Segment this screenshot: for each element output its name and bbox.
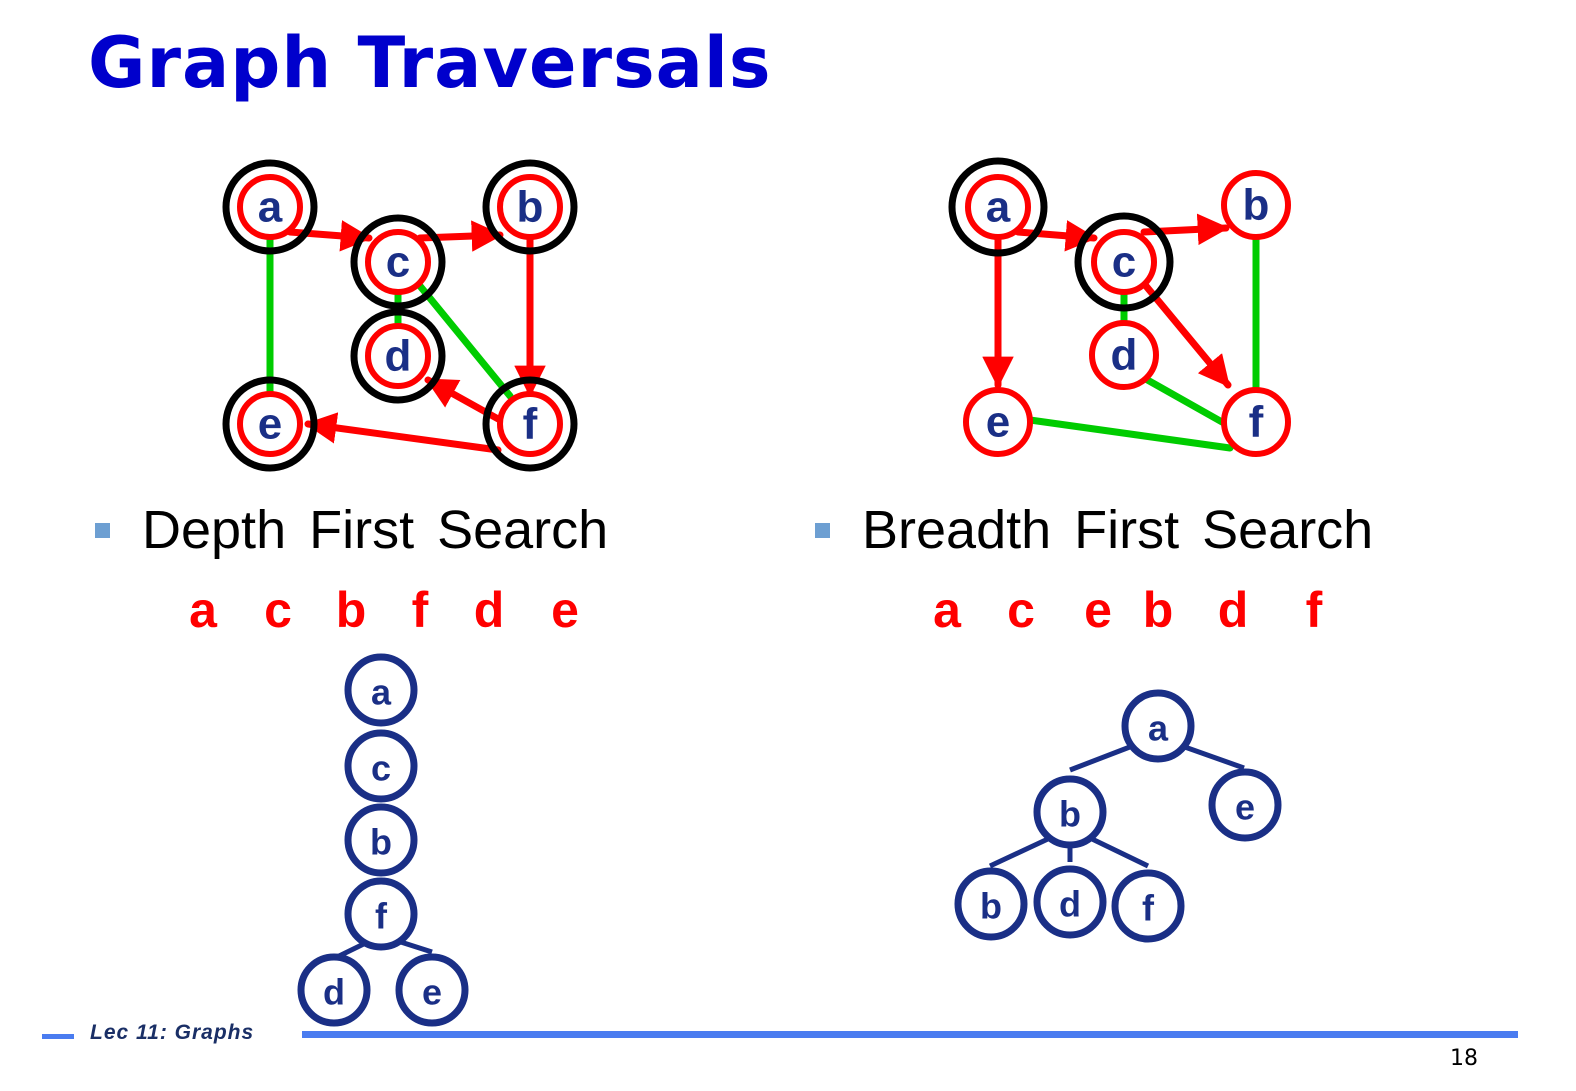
- bfs-tree-node-b: b: [1033, 775, 1107, 849]
- bfs-node-d: d: [1089, 320, 1159, 390]
- footer-rule: [302, 1031, 1518, 1038]
- dfs-node-b: b: [482, 159, 578, 255]
- node-label: d: [1111, 331, 1138, 380]
- bfs-order-item: f: [1305, 582, 1323, 638]
- footer-lecture-label: Lec 11: Graphs: [90, 1021, 255, 1044]
- node-label: e: [422, 972, 442, 1013]
- bfs-edge-c-f: [1142, 282, 1232, 389]
- dfs-node-d: d: [350, 308, 446, 404]
- bfs-bullet: Breadth First Search: [815, 500, 1373, 560]
- dfs-tree-node-b: b: [344, 803, 418, 877]
- footer-accent: [42, 1034, 74, 1039]
- bfs-tree-node-b2: b: [954, 867, 1028, 941]
- dfs-node-a: a: [222, 159, 318, 255]
- node-label: f: [375, 896, 388, 937]
- node-label: c: [386, 238, 410, 287]
- visited-ring-icon: [350, 308, 446, 404]
- dfs-order-item: e: [551, 582, 579, 638]
- dfs-tree-node-f: f: [344, 877, 418, 951]
- bfs-tree-edge-a-e: [1181, 743, 1245, 771]
- bfs-order-item: e: [1084, 582, 1112, 638]
- node-label: f: [523, 400, 538, 449]
- dfs-order-item: d: [473, 582, 505, 638]
- node-label: f: [1142, 888, 1155, 929]
- bfs-tree-node-a: a: [1121, 689, 1195, 763]
- bfs-order-item: d: [1217, 582, 1249, 638]
- node-label: a: [986, 183, 1011, 232]
- node-label: a: [258, 183, 283, 232]
- dfs-order-item: c: [264, 582, 292, 638]
- node-label: d: [1059, 884, 1081, 925]
- dfs-node-f: f: [482, 376, 578, 472]
- node-label: a: [371, 672, 392, 713]
- slide-title: Graph Traversals: [88, 22, 772, 104]
- dfs-edge-f-e: [304, 412, 502, 454]
- bfs-heading: Breadth First Search: [862, 500, 1374, 560]
- page-number: 18: [1450, 1046, 1478, 1071]
- dfs-tree: a c b f d e: [297, 653, 469, 1027]
- dfs-tree-node-a: a: [344, 653, 418, 727]
- bullet-square-icon: [815, 522, 830, 538]
- dfs-graph: a b c d e f: [222, 159, 578, 472]
- bfs-order-item: a: [933, 582, 961, 638]
- bfs-order-item: c: [1007, 582, 1035, 638]
- bfs-tree-node-e: e: [1208, 768, 1282, 842]
- dfs-node-c: c: [350, 214, 446, 310]
- node-label: b: [370, 822, 392, 863]
- dfs-node-e: e: [222, 376, 318, 472]
- bfs-tree: a b e b d f: [954, 689, 1282, 943]
- dfs-order-item: b: [335, 582, 367, 638]
- bfs-node-f: f: [1221, 387, 1291, 457]
- dfs-tree-node-c: c: [344, 729, 418, 803]
- node-label: a: [1148, 708, 1169, 749]
- bfs-tree-edge-a-b: [1069, 742, 1136, 773]
- node-label: b: [517, 183, 544, 232]
- dfs-edge-c-f: [416, 282, 514, 400]
- dfs-bullet: Depth First Search: [95, 500, 608, 560]
- bfs-graph: a b c d e f: [948, 157, 1291, 457]
- visited-ring-icon: [948, 157, 1048, 257]
- node-label: b: [1059, 794, 1081, 835]
- node-label: b: [1243, 181, 1270, 230]
- dfs-tree-node-e: e: [395, 953, 469, 1027]
- bfs-tree-edge-b-b: [988, 835, 1052, 869]
- dfs-order-item: f: [411, 582, 429, 638]
- bfs-edge-e-f: [1026, 416, 1234, 452]
- visited-ring-icon: [222, 159, 318, 255]
- visited-ring-icon: [482, 376, 578, 472]
- bfs-node-a: a: [948, 157, 1048, 257]
- visited-ring-icon: [350, 214, 446, 310]
- bfs-node-c: c: [1074, 212, 1174, 312]
- node-label: e: [1235, 787, 1255, 828]
- node-label: c: [1112, 238, 1136, 287]
- bfs-order-item: b: [1142, 582, 1174, 638]
- visited-ring-icon: [1074, 212, 1174, 312]
- node-label: d: [323, 972, 345, 1013]
- bullet-square-icon: [95, 522, 110, 538]
- node-label: d: [385, 332, 412, 381]
- visited-ring-icon: [222, 376, 318, 472]
- dfs-heading: Depth First Search: [142, 500, 609, 560]
- dfs-order-item: a: [189, 582, 217, 638]
- node-label: e: [258, 400, 282, 449]
- node-label: b: [980, 886, 1002, 927]
- dfs-tree-node-d: d: [297, 953, 371, 1027]
- node-label: c: [371, 748, 391, 789]
- bfs-tree-edge-b-f: [1088, 835, 1150, 869]
- bfs-node-e: e: [963, 387, 1033, 457]
- bfs-tree-node-f: f: [1111, 869, 1185, 943]
- bfs-edge-d-f: [1140, 374, 1226, 426]
- bfs-tree-node-d: d: [1033, 865, 1107, 939]
- bfs-node-b: b: [1221, 170, 1291, 240]
- bfs-unused-edges: [1026, 228, 1260, 452]
- node-label: e: [986, 398, 1010, 447]
- visited-ring-icon: [482, 159, 578, 255]
- node-label: f: [1249, 398, 1264, 447]
